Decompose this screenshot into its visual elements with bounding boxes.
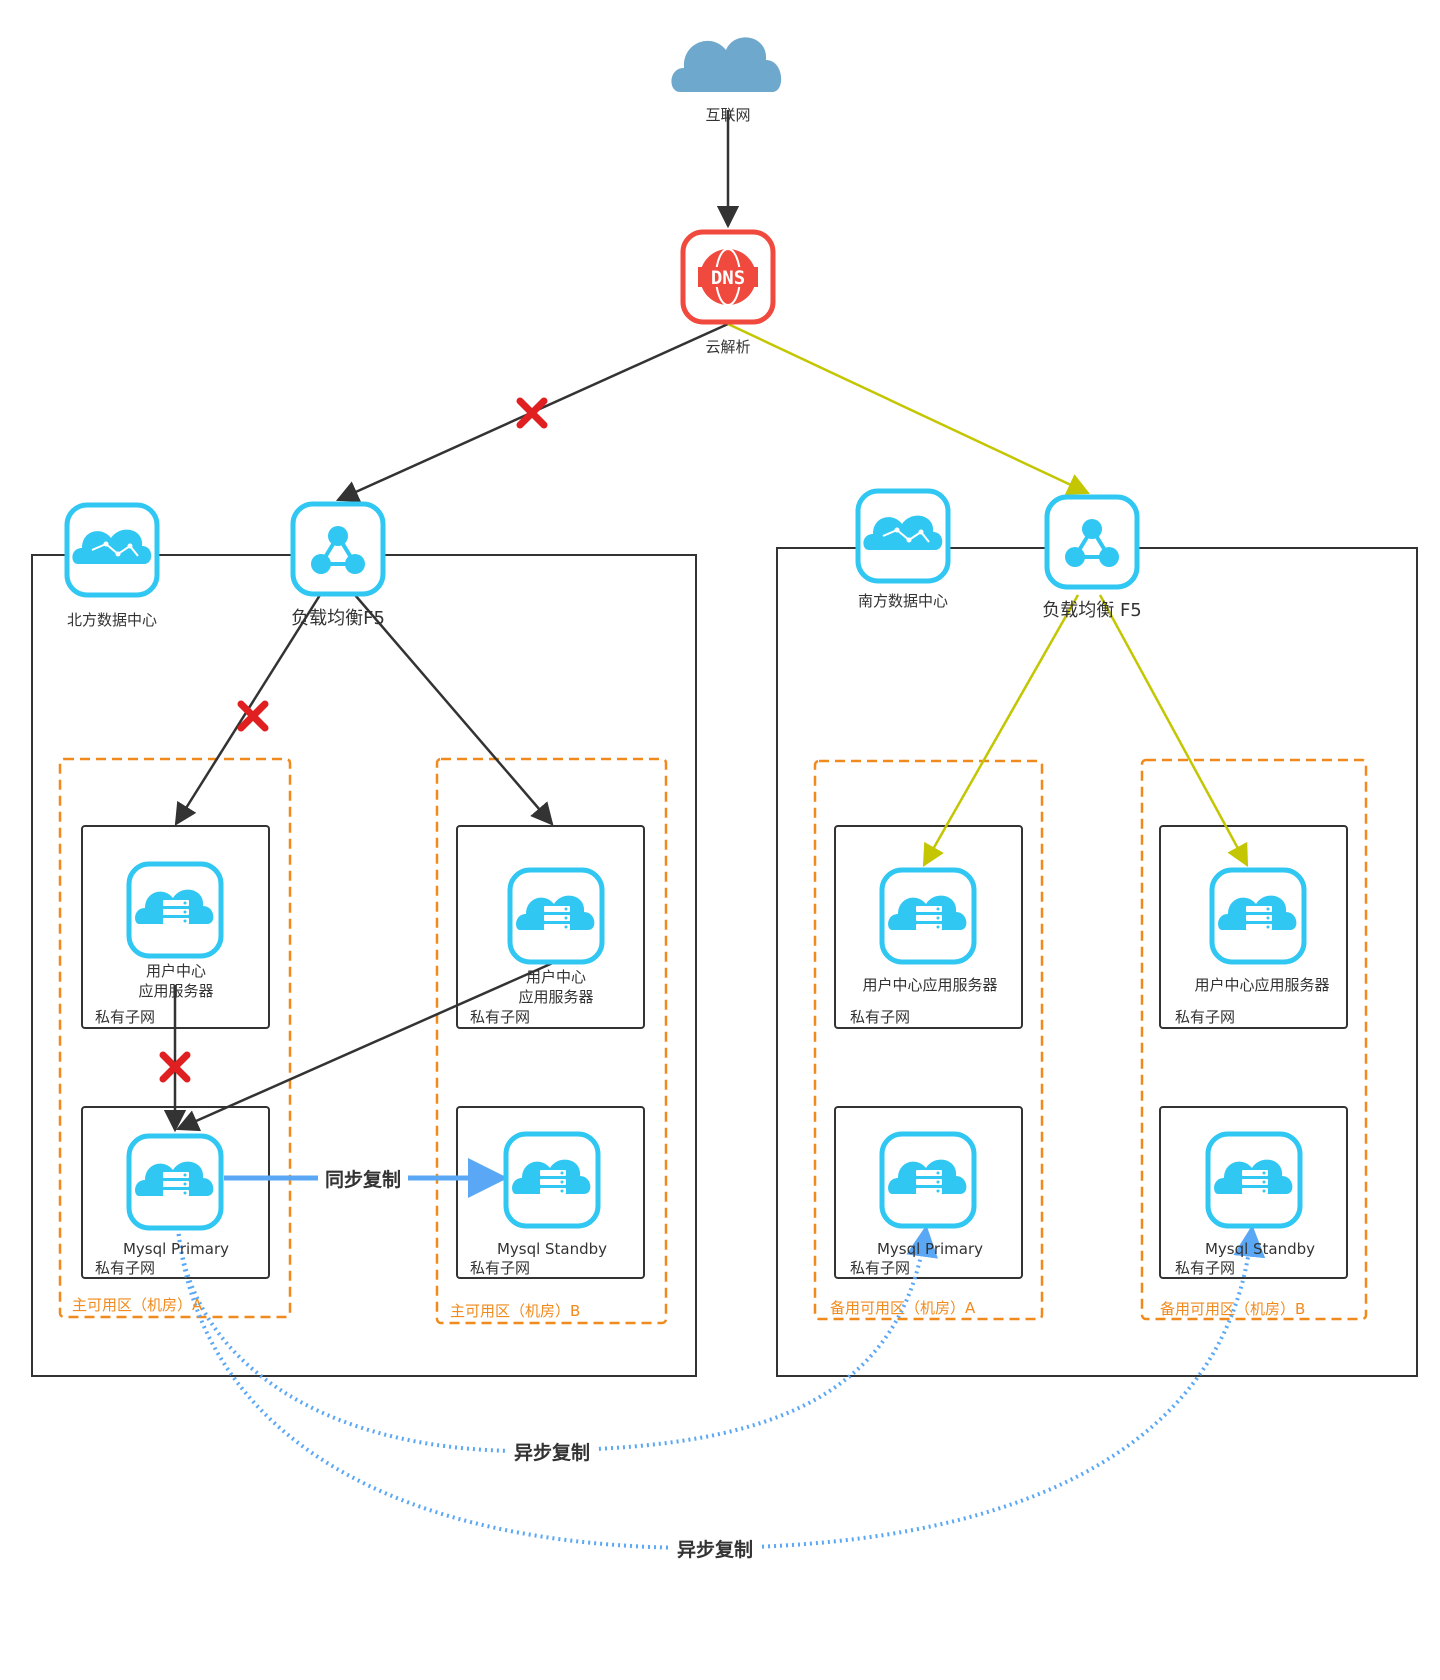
south-zone-a-box [813,759,1044,1321]
south-b-db-label: Mysql Standby [1205,1240,1315,1258]
north-b-mysql-standby-icon[interactable] [506,1134,598,1226]
north-b-app-server-icon[interactable] [510,870,602,962]
north-load-balancer-label: 负载均衡F5 [291,608,385,629]
north-b-db-subnet-box [456,1106,645,1279]
async-replication-label-1: 异步复制 [514,1441,590,1464]
svg-text:DNS: DNS [711,267,745,289]
south-b-app-subnet-label: 私有子网 [1175,1008,1235,1026]
south-datacenter-label: 南方数据中心 [858,592,948,610]
north-b-app-label-1: 用户中心 [526,968,586,986]
north-lb-to-app-b-arrow [354,594,554,826]
south-zone-b-label: 备用可用区（机房）B [1160,1300,1305,1318]
north-a-app-server-icon[interactable] [129,864,221,956]
south-lb-to-app-a-arrow [922,594,1080,867]
south-load-balancer-icon[interactable] [1047,497,1137,587]
north-zone-b-label: 主可用区（机房）B [450,1302,580,1320]
south-b-db-subnet-label: 私有子网 [1175,1259,1235,1277]
north-b-app-subnet-label: 私有子网 [470,1008,530,1026]
south-a-app-label: 用户中心应用服务器 [862,976,997,994]
async-replication-label-2: 异步复制 [677,1538,753,1561]
sync-replication-label: 同步复制 [325,1168,401,1191]
south-b-db-subnet-box [1159,1106,1348,1279]
north-b-db-label: Mysql Standby [497,1240,607,1258]
async-replication-curve-2 [176,1224,1266,1551]
south-a-mysql-primary-icon[interactable] [882,1134,974,1226]
south-a-db-subnet-box [834,1106,1023,1279]
north-b-db-subnet-label: 私有子网 [470,1259,530,1277]
north-a-app-label-1: 用户中心 [146,962,206,980]
north-zone-a-box [58,757,292,1319]
dns-label: 云解析 [705,338,750,356]
south-a-db-label: Mysql Primary [877,1240,983,1258]
south-b-app-subnet-box [1159,825,1348,1029]
south-zone-b-box [1140,758,1368,1321]
north-datacenter-icon [67,505,157,595]
south-zone-a-label: 备用可用区（机房）A [830,1299,976,1317]
north-a-db-subnet-label: 私有子网 [95,1259,155,1277]
internet-label: 互联网 [705,106,750,124]
south-lb-to-app-b-arrow [1098,594,1249,867]
south-b-app-label: 用户中心应用服务器 [1194,976,1329,994]
north-b-app-label-2: 应用服务器 [518,988,593,1006]
south-datacenter-box [776,547,1418,1377]
failure-x-icon [520,401,544,425]
north-a-db-label: Mysql Primary [123,1240,229,1258]
south-a-app-subnet-box [834,825,1023,1029]
north-app-b-to-db-arrow [175,960,556,1132]
dns-icon: DNS [680,229,776,325]
north-a-app-label-2: 应用服务器 [138,982,213,1000]
north-zone-b-box [435,757,668,1325]
north-a-mysql-primary-icon[interactable] [129,1136,221,1228]
south-b-mysql-standby-icon[interactable] [1208,1134,1300,1226]
north-a-app-subnet-label: 私有子网 [95,1008,155,1026]
north-datacenter-label: 北方数据中心 [67,611,157,629]
south-a-db-subnet-label: 私有子网 [850,1259,910,1277]
north-zone-a-label: 主可用区（机房）A [72,1296,203,1314]
south-load-balancer-label: 负载均衡 F5 [1042,600,1142,621]
internet-cloud-icon [671,37,782,92]
north-b-app-subnet-box [456,825,645,1029]
south-a-app-server-icon[interactable] [882,870,974,962]
south-a-app-subnet-label: 私有子网 [850,1008,910,1026]
south-b-app-server-icon[interactable] [1212,870,1304,962]
north-load-balancer-icon[interactable] [293,504,383,594]
south-datacenter-icon [858,491,948,581]
dns-to-south-lb-arrow [727,322,1091,495]
